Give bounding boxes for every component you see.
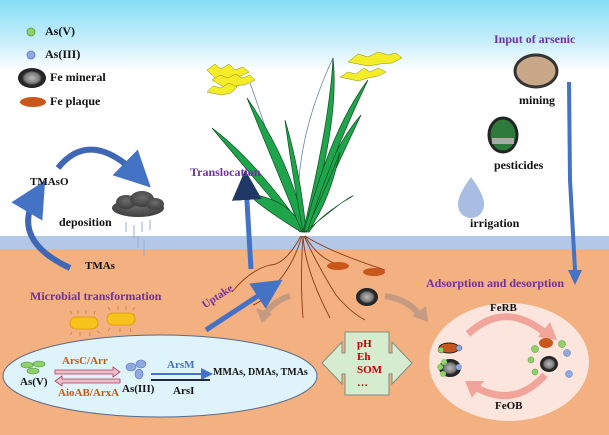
factor-eh: Eh (357, 351, 371, 363)
soil-flow-arrow-right-head (412, 306, 428, 322)
reduction-enzyme-label: ArsC/Arr (62, 355, 108, 367)
mining-icon (513, 53, 559, 89)
adsorption-desorption-title: Adsorption and desorption (426, 276, 565, 290)
input-arrow (567, 81, 577, 271)
uptake-arrow (204, 279, 283, 333)
factor-more: … (357, 377, 368, 389)
feob-arrow (475, 372, 548, 400)
reduction-arrow (54, 366, 121, 378)
asiii-cluster-icon (125, 359, 147, 380)
input-of-arsenic-title: Input of arsenic (494, 32, 576, 46)
asiii-label: As(III) (122, 383, 155, 395)
irrigation-label: irrigation (470, 216, 520, 230)
legend-fe-mineral-icon (18, 68, 46, 88)
roots (231, 235, 386, 321)
irrigation-drop-icon (457, 177, 485, 218)
oxidation-arrow (54, 375, 121, 387)
input-arrow-head (568, 270, 582, 285)
methylated-products-label: MMAs, DMAs, TMAs (213, 367, 308, 378)
mining-label: mining (519, 93, 556, 107)
pesticides-icon (487, 116, 519, 154)
tmas-label: TMAs (85, 260, 115, 272)
root-fe-plaque-2 (363, 268, 385, 276)
desorbed-complex-right (527, 338, 573, 378)
soil-fe-mineral (356, 288, 378, 306)
pesticides-label-band (492, 138, 514, 144)
deposition-label: deposition (59, 215, 112, 229)
legend-asiii-dot (26, 50, 36, 60)
root-fe-plaque-1 (327, 262, 349, 270)
microbial-transformation-ellipse (2, 334, 318, 418)
legend-fe-plaque-icon (20, 97, 46, 107)
legend-asv-label: As(V) (45, 24, 75, 38)
soil-flow-arrow-left-head (256, 308, 272, 323)
ferb-arrow (465, 313, 548, 337)
water-layer (0, 236, 609, 249)
rain-cloud-icon (112, 191, 164, 256)
factor-ph: pH (357, 338, 372, 350)
oxidation-enzyme-label: AioAB/ArxA (58, 387, 120, 399)
legend-fe-mineral-label: Fe mineral (50, 70, 106, 84)
adsorbed-complex-left (437, 342, 463, 377)
ferb-arrow-head (538, 322, 557, 340)
asv-cluster-icon (20, 360, 46, 375)
tmas-to-tmaso-arrow (11, 180, 72, 271)
legend-fe-plaque-label: Fe plaque (50, 94, 101, 108)
translocation-label: Translocation (190, 165, 261, 179)
bacteria-icons (69, 306, 136, 336)
feob-arrow-head (465, 381, 484, 398)
tmaso-to-deposition-arrow (55, 146, 151, 188)
methylation-enzyme-label: ArsM (167, 359, 195, 371)
tmaso-label: TMAsO (30, 176, 69, 188)
ferb-label: FeRB (490, 302, 517, 314)
asv-label: As(V) (20, 376, 48, 388)
legend-asv-dot (26, 27, 36, 37)
environmental-factors-double-arrow (321, 331, 413, 396)
feob-label: FeOB (495, 400, 523, 412)
rice-plant (206, 51, 403, 233)
soil-flow-arrow-right (384, 293, 423, 318)
legend-asiii-label: As(III) (45, 47, 81, 61)
demethylation-enzyme-label: ArsI (173, 385, 195, 397)
soil-flow-arrow-left (261, 293, 291, 317)
pesticides-label: pesticides (494, 158, 544, 172)
translocation-arrow (231, 170, 262, 270)
microbial-transformation-title: Microbial transformation (30, 289, 162, 303)
factor-som: SOM (357, 364, 383, 376)
